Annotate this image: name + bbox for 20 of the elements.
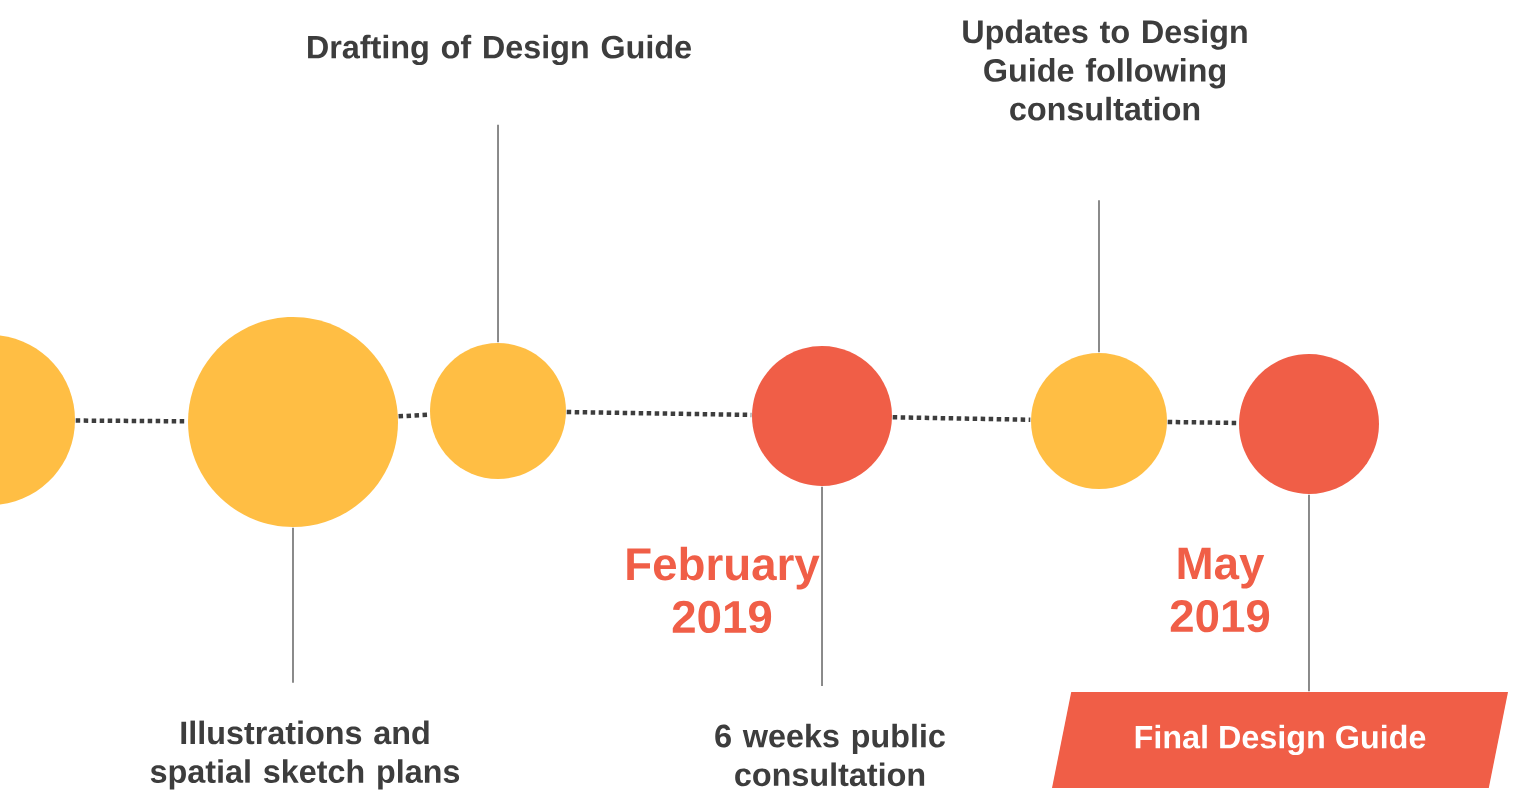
milestone-text: 6 weeks public consultation	[715, 723, 945, 787]
dotted-line	[398, 412, 430, 419]
milestone-banner: Final Design Guide	[1052, 692, 1508, 788]
timeline-circle	[1031, 353, 1167, 489]
dotted-line	[892, 415, 1031, 422]
leader-line	[1308, 494, 1310, 692]
timeline-circle	[430, 343, 566, 479]
timeline-circle	[1239, 354, 1379, 494]
leader-line	[497, 124, 499, 343]
leader-line	[1098, 199, 1100, 353]
timeline-circle	[752, 346, 892, 486]
milestone-text: Updates to Design Guide following consultation	[963, 19, 1247, 121]
dotted-line	[1167, 419, 1239, 426]
date-label: February 2019	[627, 546, 820, 634]
leader-line	[821, 486, 823, 687]
leader-line	[292, 527, 294, 684]
timeline-circle	[188, 317, 398, 527]
milestone-text: Drafting of Design Guide	[308, 34, 691, 66]
milestone-text: Illustrations and spatial sketch plans	[150, 720, 460, 790]
date-label: May 2019	[1170, 547, 1270, 633]
